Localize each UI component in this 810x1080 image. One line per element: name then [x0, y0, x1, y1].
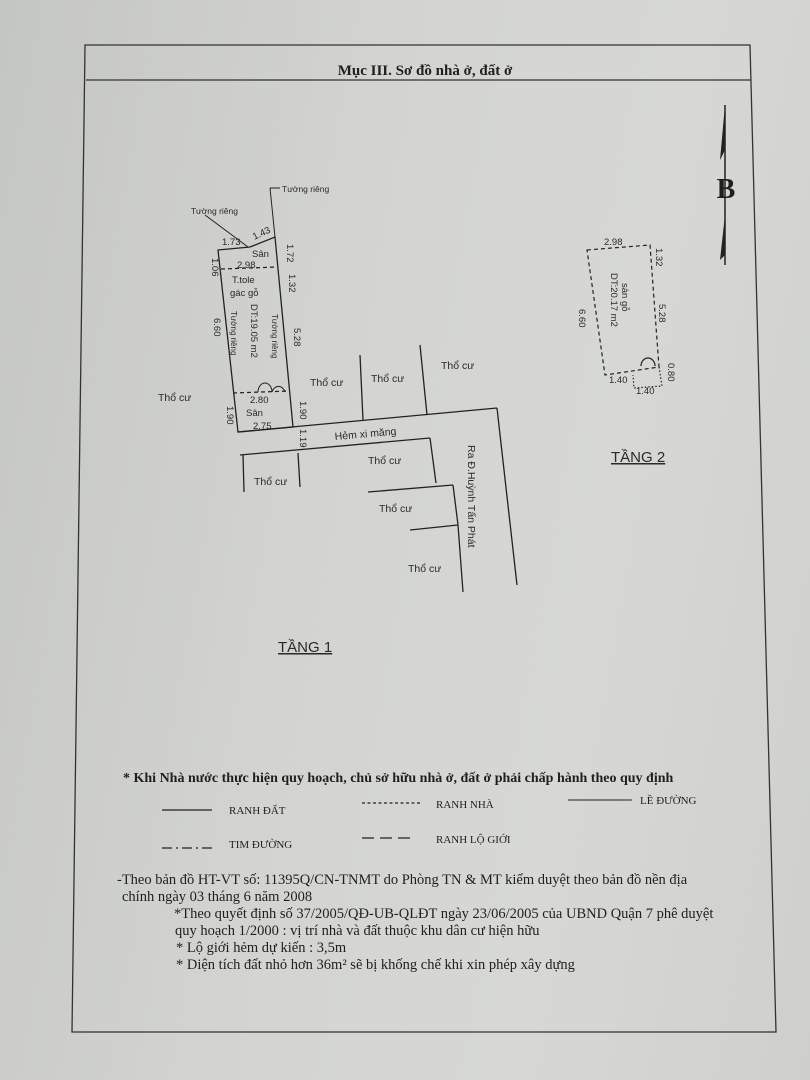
neighbor-label: Thổ cư — [158, 392, 191, 404]
yard-label: Sân — [246, 408, 263, 419]
area-label: DT:20.17 m2 — [608, 273, 619, 327]
neighbor-label: Thổ cư — [371, 373, 404, 385]
planning-notice: * Khi Nhà nước thực hiện quy hoạch, chủ … — [123, 771, 674, 786]
neighbor-label: Thổ cư — [441, 360, 474, 372]
note-line: chính ngày 03 tháng 6 năm 2008 — [122, 889, 313, 905]
note-line: * Diện tích đất nhỏ hơn 36m² sẽ bị khống… — [176, 957, 575, 973]
room-label: sàn gỗ — [619, 283, 630, 312]
dim-label: 2.98 — [604, 237, 623, 248]
floor2-title: TẦNG 2 — [611, 449, 665, 466]
floor1-lot — [204, 187, 294, 433]
wall-label: Tường riêng — [191, 206, 238, 216]
floor2-dimensions: 2.98 1.32 6.60 5.28 1.40 1.40 0.80 sàn g… — [576, 237, 676, 397]
road-label: Ra Đ.Huỳnh Tấn Phát — [465, 445, 477, 548]
yard-label: Sân — [252, 249, 269, 260]
dim-label: 5.28 — [656, 304, 667, 323]
dim-label: 1.90 — [297, 401, 308, 420]
note-line: * Lộ giới hẻm dự kiến : 3,5m — [176, 940, 347, 956]
room-label: gác gỗ — [230, 288, 259, 299]
dim-label: 1.40 — [609, 375, 628, 386]
legend-label: LỀ ĐƯỜNG — [640, 794, 697, 807]
floor2-plan — [586, 244, 663, 389]
dim-label: 1.32 — [286, 274, 297, 293]
legend-label: RANH NHÀ — [436, 799, 494, 811]
dim-label: 1.72 — [284, 244, 295, 263]
north-label: B — [717, 174, 736, 205]
neighbor-label: Thổ cư — [254, 476, 287, 488]
alley-label: Hẻm xi măng — [334, 426, 397, 443]
legend-label: RANH LỘ GIỚI — [436, 834, 511, 846]
dim-label: 1.73 — [222, 237, 241, 248]
floor1-dimensions: 1.73 1.43 1.06 1.72 2.98 1.32 6.60 5.28 … — [209, 225, 308, 448]
page-frame — [71, 44, 777, 1033]
note-line: quy hoạch 1/2000 : vị trí nhà và đất thu… — [175, 923, 540, 939]
note-line: *Theo quyết định số 37/2005/QĐ-UB-QLĐT n… — [174, 906, 714, 922]
dim-label: 1.19 — [297, 429, 308, 448]
neighbor-label: Thổ cư — [379, 503, 412, 515]
legend-lines — [162, 799, 632, 849]
dim-label: 2.75 — [253, 421, 272, 432]
dim-label: 1.90 — [224, 406, 235, 425]
dim-label: 2.98 — [237, 260, 256, 271]
floor1-title: TẦNG 1 — [278, 639, 332, 656]
neighbor-label: Thổ cư — [408, 563, 441, 575]
section-title: Mục III. Sơ đồ nhà ở, đất ở — [338, 63, 513, 79]
note-line: -Theo bản đồ HT-VT số: 11395Q/CN-TNMT do… — [117, 872, 688, 888]
dim-label: 1.32 — [653, 248, 664, 267]
north-arrow-icon — [720, 105, 726, 265]
dim-label: 6.60 — [576, 309, 587, 328]
wall-label: Tường riêng — [270, 314, 279, 358]
dim-label: 5.28 — [291, 328, 302, 347]
wall-label: Tường riêng — [282, 184, 329, 194]
neighbor-labels: Thổ cư Thổ cư Thổ cư Thổ cư Thổ cư Thổ c… — [158, 360, 474, 575]
legend-label: TIM ĐƯỜNG — [229, 839, 292, 851]
neighbor-label: Thổ cư — [310, 377, 343, 389]
dim-label: 1.40 — [636, 386, 655, 397]
legend: RANH ĐẤT RANH NHÀ LỀ ĐƯỜNG TIM ĐƯỜNG RAN… — [229, 794, 697, 851]
legend-label: RANH ĐẤT — [229, 804, 286, 817]
dim-label: 6.60 — [211, 318, 222, 337]
neighbor-label: Thổ cư — [368, 455, 401, 467]
area-label: DT:19.05 m2 — [248, 304, 259, 358]
wall-label: Tường riêng — [229, 311, 238, 355]
dim-label: 0.80 — [665, 363, 676, 382]
surroundings — [237, 344, 518, 593]
room-label: T.tole — [232, 275, 255, 286]
dim-label: 1.06 — [209, 258, 220, 277]
dim-label: 2.80 — [250, 395, 269, 406]
